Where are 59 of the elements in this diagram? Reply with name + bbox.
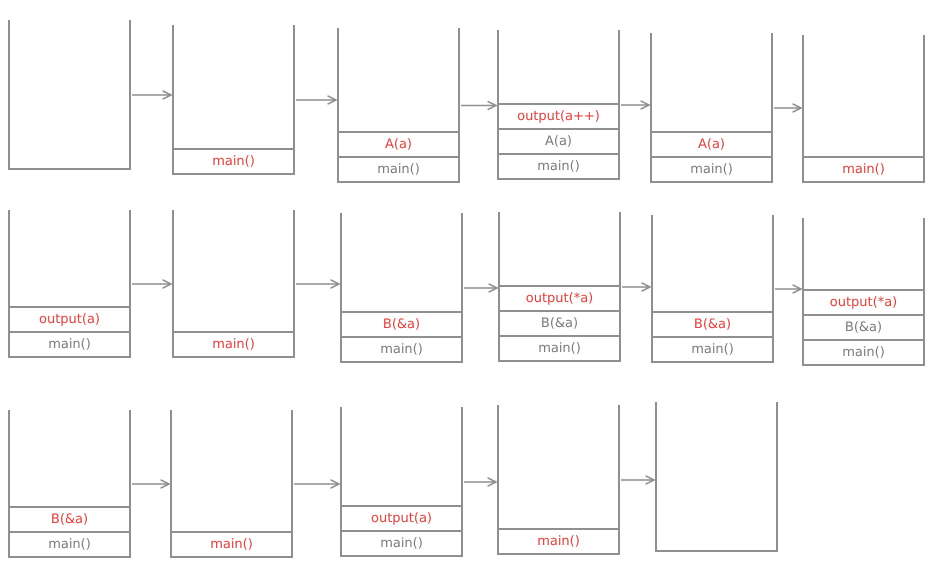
stack-container — [650, 33, 773, 183]
stack-container — [340, 213, 463, 363]
arrow — [464, 477, 497, 487]
stack-frame: main() — [652, 156, 771, 181]
stack-frame: main() — [10, 531, 129, 556]
stack-frame: output(a) — [10, 306, 129, 331]
stack-frame: output(*a) — [804, 289, 923, 314]
stack-frame: B(&a) — [653, 311, 772, 336]
stack-frame: output(a++) — [499, 103, 618, 128]
stack-frame: B(&a) — [804, 314, 923, 339]
stack-container — [655, 402, 778, 552]
stack-container — [8, 410, 131, 558]
stack-frame: main() — [172, 531, 291, 556]
stack-frame: B(&a) — [500, 310, 619, 335]
arrow — [132, 279, 172, 289]
stack-frame: main() — [500, 335, 619, 360]
arrow — [464, 283, 498, 293]
stack-container — [170, 410, 293, 558]
stack-frame: main() — [804, 339, 923, 364]
stack-frame: main() — [339, 156, 458, 181]
stack-frame: main() — [342, 336, 461, 361]
arrow — [296, 279, 340, 289]
stack-container — [172, 25, 295, 175]
stack-container — [498, 212, 621, 362]
arrow — [296, 95, 337, 105]
stack-frame: A(a) — [652, 131, 771, 156]
stack-frame: A(a) — [499, 128, 618, 153]
arrow — [774, 103, 802, 113]
stack-container — [651, 215, 774, 363]
arrow — [622, 282, 651, 292]
stack-frame: B(&a) — [342, 311, 461, 336]
stack-frame: output(*a) — [500, 285, 619, 310]
stack-container — [8, 210, 131, 358]
stack-container — [802, 35, 925, 183]
arrow — [294, 479, 340, 489]
arrow — [621, 475, 655, 485]
stack-container — [8, 20, 131, 170]
stack-container — [497, 405, 620, 555]
stack-container — [337, 28, 460, 183]
arrow — [461, 100, 497, 110]
arrow — [775, 284, 802, 294]
arrow — [132, 90, 172, 100]
stack-frame: main() — [499, 528, 618, 553]
stack-container — [172, 210, 295, 358]
arrow — [621, 100, 650, 110]
stack-frame: main() — [804, 156, 923, 181]
stack-container — [802, 218, 925, 366]
stack-frame: A(a) — [339, 131, 458, 156]
stack-frame: main() — [342, 530, 461, 555]
stack-frame: main() — [174, 148, 293, 173]
stack-frame: main() — [174, 331, 293, 356]
stack-frame: B(&a) — [10, 506, 129, 531]
stack-container — [497, 30, 620, 180]
stack-container — [340, 407, 463, 557]
stack-frame: main() — [653, 336, 772, 361]
stack-frame: output(a) — [342, 505, 461, 530]
stack-frame: main() — [10, 331, 129, 356]
arrow — [132, 479, 170, 489]
stack-frame: main() — [499, 153, 618, 178]
